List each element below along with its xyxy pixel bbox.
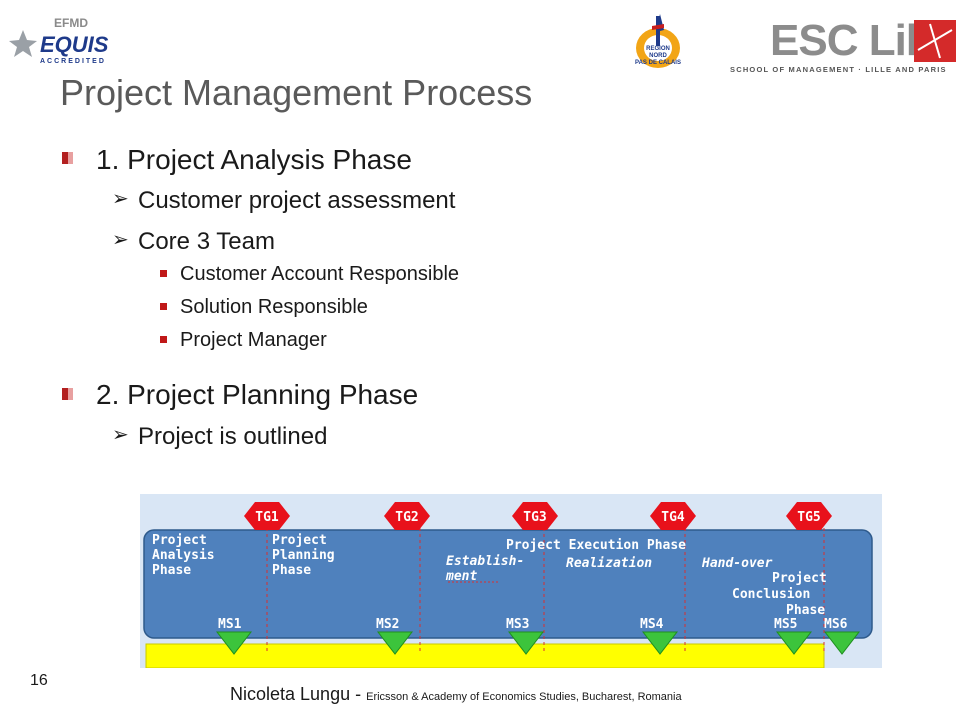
equis-star-icon: [9, 30, 37, 57]
page-number: 16: [30, 672, 48, 689]
tollgate-tg3: TG3: [512, 502, 558, 530]
efmd-label: EFMD: [54, 16, 88, 30]
arrow-bullet-icon: ➢: [112, 188, 129, 210]
region-line-2: NORD: [649, 53, 667, 59]
subitem-customer-account: Customer Account Responsible: [180, 263, 460, 285]
region-line-3: PAS DE CALAIS: [635, 60, 681, 66]
footer-author: Nicoleta Lungu -: [230, 684, 362, 704]
milestone-label-ms2: MS2: [376, 617, 399, 632]
footer-affiliation: Ericsson & Academy of Economics Studies,…: [366, 691, 682, 703]
tollgate-label: TG3: [523, 510, 546, 525]
phase-analysis-line-2: Analysis: [152, 548, 215, 563]
square-bullet-icon: [160, 270, 167, 277]
tollgate-tg2: TG2: [384, 502, 430, 530]
phase-realization-label: Realization: [566, 556, 652, 571]
milestone-ms5-marker: [775, 631, 813, 655]
tollgate-tg1: TG1: [244, 502, 290, 530]
section-2-bullet-icon: [62, 388, 73, 400]
process-diagram-svg: TG1 TG2 TG3 TG4 TG5 Project Analysis Pha…: [140, 494, 882, 669]
equis-label: EQUIS: [40, 32, 109, 57]
esc-lille-mark-icon: [914, 20, 956, 62]
footer-credit: Nicoleta Lungu - Ericsson & Academy of E…: [230, 684, 682, 705]
tollgate-tg5: TG5: [786, 502, 832, 530]
region-emblem-icon: [636, 14, 680, 68]
tollgate-tg4: TG4: [650, 502, 696, 530]
section-2-heading: 2. Project Planning Phase: [96, 379, 419, 410]
phase-conclusion-line-2: Conclusion: [732, 587, 810, 602]
phase-planning-line-1: Project: [272, 533, 327, 548]
section-1-heading: 1. Project Analysis Phase: [96, 144, 412, 175]
milestone-ms3-marker: [507, 631, 545, 655]
tollgate-label: TG4: [661, 510, 685, 525]
region-logo: REGION NORD PAS DE CALAIS: [630, 10, 686, 76]
subitem-solution-responsible: Solution Responsible: [180, 296, 368, 318]
item-core-team: Core 3 Team: [138, 228, 275, 255]
arrow-bullet-icon: ➢: [112, 424, 129, 446]
region-line-1: REGION: [646, 46, 670, 52]
milestone-ms2-marker: [376, 631, 414, 655]
phase-handover-label: Hand-over: [701, 556, 773, 571]
milestone-label-ms1: MS1: [218, 617, 242, 632]
phase-establishment-line-2: ment: [445, 569, 477, 584]
square-bullet-icon: [160, 336, 167, 343]
esc-lille-subtitle: SCHOOL OF MANAGEMENT · LILLE AND PARIS: [730, 65, 947, 74]
phase-establishment-line-1: Establish-: [446, 554, 524, 569]
phase-planning-line-2: Planning: [272, 548, 335, 563]
milestone-label-ms5: MS5: [774, 617, 797, 632]
tollgate-label: TG1: [255, 510, 279, 525]
milestone-label-ms3: MS3: [506, 617, 529, 632]
milestone-label-ms6: MS6: [824, 617, 848, 632]
item-customer-assessment: Customer project assessment: [138, 187, 456, 214]
phase-conclusion-line-1: Project: [772, 571, 827, 586]
accredited-label: ACCREDITED: [40, 58, 106, 65]
process-diagram: TG1 TG2 TG3 TG4 TG5 Project Analysis Pha…: [140, 494, 882, 669]
slide-title: Project Management Process: [60, 72, 533, 113]
phase-planning-line-3: Phase: [272, 563, 311, 578]
milestone-ms4-marker: [641, 631, 679, 655]
esc-lille-logo: ESC Lille SCHOOL OF MANAGEMENT · LILLE A…: [730, 16, 960, 74]
item-project-outlined: Project is outlined: [138, 423, 328, 450]
phase-analysis-line-3: Phase: [152, 563, 191, 578]
arrow-bullet-icon: ➢: [112, 229, 129, 251]
equis-logo: EFMD EQUIS ACCREDITED: [8, 14, 108, 70]
square-bullet-icon: [160, 303, 167, 310]
milestone-ms1-marker: [215, 631, 253, 655]
phase-execution-label: Project Execution Phase: [506, 538, 686, 553]
tollgate-label: TG2: [395, 510, 418, 525]
phase-analysis-line-1: Project: [152, 533, 207, 548]
phase-conclusion-line-3: Phase: [786, 603, 825, 618]
subitem-project-manager: Project Manager: [180, 329, 327, 351]
tollgate-label: TG5: [797, 510, 820, 525]
milestone-label-ms4: MS4: [640, 617, 664, 632]
section-1-bullet-icon: [62, 152, 73, 164]
milestone-ms6-marker: [823, 631, 861, 655]
